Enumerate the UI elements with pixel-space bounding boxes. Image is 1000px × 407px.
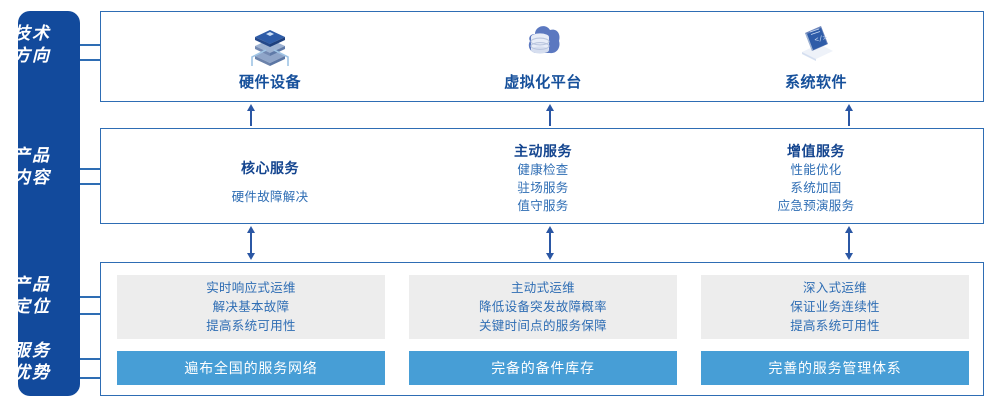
connector-line (80, 358, 101, 360)
tech-direction-panel: 硬件设备 虚拟化平台 (100, 11, 984, 102)
tech-column-virtualization[interactable]: 虚拟化平台 (418, 12, 668, 103)
content-item: 性能优化 (790, 163, 842, 177)
sidebar-label-line1: 产品 (13, 275, 51, 294)
arrow-up-icon (243, 104, 259, 126)
sidebar-label-line1: 服务 (13, 341, 51, 360)
content-column-proactive[interactable]: 主动服务 健康检查 驻场服务 值守服务 (418, 129, 668, 225)
content-item: 值守服务 (517, 199, 569, 213)
content-item: 健康检查 (517, 163, 569, 177)
connector-line (80, 296, 101, 298)
sidebar-item-product-content[interactable]: 产品 内容 (0, 145, 62, 189)
connector-line (80, 44, 101, 46)
content-title-proactive: 主动服务 (514, 143, 572, 159)
connector-line (80, 377, 101, 379)
sidebar-label-line2: 定位 (13, 297, 51, 316)
sidebar-label-line1: 产品 (13, 146, 51, 165)
content-title-core: 核心服务 (241, 160, 299, 176)
arrow-up-icon (542, 104, 558, 126)
content-title-value-added: 增值服务 (787, 143, 845, 159)
position-line: 降低设备突发故障概率 (478, 299, 607, 314)
sidebar-item-product-position[interactable]: 产品 定位 (0, 274, 62, 318)
position-line: 实时响应式运维 (206, 280, 296, 295)
position-line: 主动式运维 (510, 280, 575, 295)
position-box[interactable]: 主动式运维 降低设备突发故障概率 关键时间点的服务保障 (409, 275, 677, 339)
connector-line (80, 168, 101, 170)
advantage-bar[interactable]: 完善的服务管理体系 (701, 351, 969, 385)
position-line: 提高系统可用性 (206, 318, 296, 333)
position-line: 深入式运维 (802, 280, 867, 295)
position-line: 解决基本故障 (212, 299, 290, 314)
sidebar-item-tech-direction[interactable]: 技术 方向 (0, 23, 62, 67)
advantage-bar[interactable]: 完备的备件库存 (409, 351, 677, 385)
content-item: 应急预演服务 (777, 199, 855, 213)
arrow-double-icon (841, 226, 857, 260)
sidebar (18, 11, 80, 396)
advantage-bar[interactable]: 遍布全国的服务网络 (117, 351, 385, 385)
position-line: 提高系统可用性 (790, 318, 880, 333)
laptop-code-icon: </> (691, 20, 941, 66)
content-item: 硬件故障解决 (231, 190, 309, 204)
position-box[interactable]: 深入式运维 保证业务连续性 提高系统可用性 (701, 275, 969, 339)
product-position-advantage-panel: 实时响应式运维 解决基本故障 提高系统可用性 遍布全国的服务网络 主动式运维 降… (100, 262, 984, 396)
svg-text:</>: </> (814, 33, 828, 43)
server-stack-icon (145, 20, 395, 66)
connector-line (80, 59, 101, 61)
tech-label-virtualization: 虚拟化平台 (504, 74, 582, 91)
tech-column-system-software[interactable]: </> 系统软件 (691, 12, 941, 103)
content-column-core[interactable]: 核心服务 硬件故障解决 (145, 129, 395, 225)
connector-line (80, 313, 101, 315)
sidebar-label-line2: 优势 (13, 363, 51, 382)
arrow-double-icon (542, 226, 558, 260)
sidebar-label-line1: 技术 (13, 24, 51, 43)
connector-line (80, 183, 101, 185)
arrow-double-icon (243, 226, 259, 260)
position-line: 关键时间点的服务保障 (478, 318, 607, 333)
sidebar-label-line2: 内容 (13, 168, 51, 187)
tech-column-hardware[interactable]: 硬件设备 (145, 12, 395, 103)
cloud-database-icon (418, 20, 668, 66)
product-content-panel: 核心服务 硬件故障解决 主动服务 健康检查 驻场服务 值守服务 增值服务 性能优… (100, 128, 984, 224)
content-item: 系统加固 (790, 181, 842, 195)
position-line: 保证业务连续性 (790, 299, 880, 314)
tech-label-system-software: 系统软件 (784, 74, 847, 91)
arrow-up-icon (841, 104, 857, 126)
content-column-value-added[interactable]: 增值服务 性能优化 系统加固 应急预演服务 (691, 129, 941, 225)
sidebar-label-line2: 方向 (13, 46, 51, 65)
position-box[interactable]: 实时响应式运维 解决基本故障 提高系统可用性 (117, 275, 385, 339)
content-item: 驻场服务 (517, 181, 569, 195)
tech-label-hardware: 硬件设备 (238, 74, 301, 91)
sidebar-item-service-advantage[interactable]: 服务 优势 (0, 340, 62, 384)
